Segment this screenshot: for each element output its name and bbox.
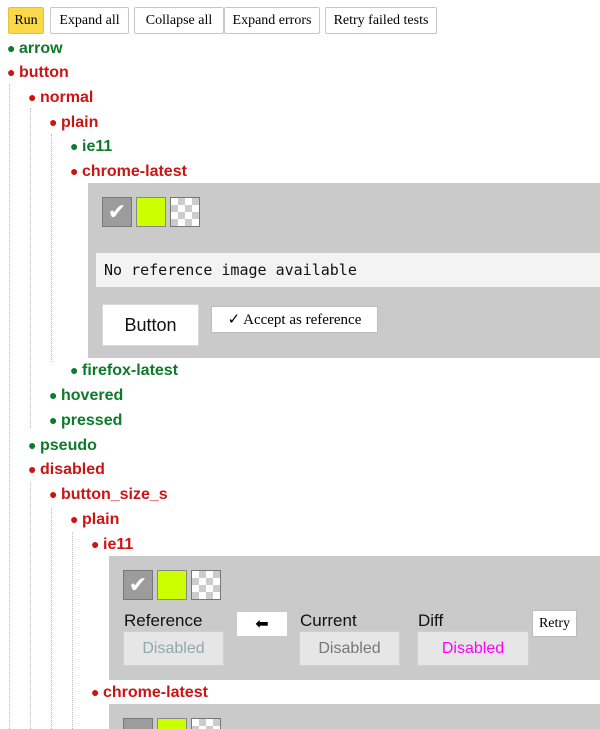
collapse-all-button[interactable]: Collapse all <box>134 7 224 34</box>
current-image: Disabled <box>299 631 400 666</box>
swap-reference-button[interactable]: ⬅ <box>237 612 287 636</box>
tree-node-label: hovered <box>61 387 124 404</box>
tree-node-label: ie11 <box>103 536 134 553</box>
tree-node-plain[interactable]: ●plain <box>49 111 98 133</box>
diff-image-thumbnail[interactable] <box>191 570 221 600</box>
current-image-thumbnail[interactable] <box>157 718 187 729</box>
tree-node-label: pseudo <box>40 437 97 454</box>
diff-column-title: Diff <box>418 611 444 630</box>
tree-node-label: normal <box>40 89 94 106</box>
tree-node-label: plain <box>82 511 120 528</box>
test-result-panel: ✔ Reference Disabled ⬅ Current Disabled … <box>109 556 600 680</box>
tree-node-ie11[interactable]: ●ie11 <box>70 135 112 157</box>
status-dot: ● <box>91 684 100 700</box>
status-dot: ● <box>49 412 58 428</box>
tree-node-chrome-latest[interactable]: ●chrome-latest <box>91 681 208 703</box>
retry-failed-tests-button[interactable]: Retry failed tests <box>325 7 437 34</box>
reference-column-title: Reference <box>124 611 203 630</box>
status-dot: ● <box>28 461 37 477</box>
tree-node-label: firefox-latest <box>82 362 179 379</box>
no-reference-message: No reference image available <box>96 253 600 287</box>
status-dot: ● <box>70 511 79 527</box>
tree-node-label: button_size_s <box>61 486 168 503</box>
tree-node-pseudo[interactable]: ●pseudo <box>28 434 97 456</box>
tree-guide <box>51 134 52 362</box>
tree-node-label: plain <box>61 114 99 131</box>
tree-node-label: pressed <box>61 412 123 429</box>
status-dot: ● <box>7 64 16 80</box>
status-dot: ● <box>70 362 79 378</box>
tree-node-hovered[interactable]: ●hovered <box>49 384 123 406</box>
current-image-thumbnail[interactable] <box>136 197 166 227</box>
reference-image-thumbnail[interactable] <box>123 718 153 729</box>
diff-image: Disabled <box>417 631 529 666</box>
status-dot: ● <box>70 163 79 179</box>
arrow-left-icon: ⬅ <box>255 616 269 633</box>
test-result-panel <box>109 704 600 729</box>
retry-button[interactable]: Retry <box>532 610 577 637</box>
rendered-button-preview: Button <box>102 304 199 346</box>
status-dot: ● <box>7 40 16 56</box>
tree-node-firefox-latest[interactable]: ●firefox-latest <box>70 359 178 381</box>
tree-node-label: disabled <box>40 461 105 478</box>
current-image-thumbnail[interactable] <box>157 570 187 600</box>
tree-node-label: ie11 <box>82 138 113 155</box>
status-dot: ● <box>70 138 79 154</box>
reference-image: Disabled <box>123 631 224 666</box>
tree-guide <box>30 482 31 729</box>
tree-node-normal[interactable]: ●normal <box>28 86 93 108</box>
tree-node-chrome-latest[interactable]: ●chrome-latest <box>70 160 187 182</box>
tree-node-label: button <box>19 64 69 81</box>
status-dot: ● <box>91 536 100 552</box>
tree-guide <box>9 84 10 729</box>
tree-node-pressed[interactable]: ●pressed <box>49 409 122 431</box>
tree-node-button-size-s[interactable]: ●button_size_s <box>49 483 168 505</box>
tree-node-button[interactable]: ●button <box>7 61 69 83</box>
tree-guide <box>72 532 73 729</box>
check-icon: ✔ <box>107 199 127 224</box>
tree-node-ie11[interactable]: ●ie11 <box>91 533 133 555</box>
accept-as-reference-button[interactable]: ✓ Accept as reference <box>211 306 378 333</box>
reference-image-thumbnail[interactable]: ✔ <box>123 570 153 600</box>
check-icon: ✔ <box>128 572 148 597</box>
tree-node-label: chrome-latest <box>82 163 187 180</box>
current-column-title: Current <box>300 611 357 630</box>
status-dot: ● <box>49 114 58 130</box>
status-dot: ● <box>49 486 58 502</box>
tree-node-arrow[interactable]: ●arrow <box>7 37 63 59</box>
status-dot: ● <box>49 387 58 403</box>
tree-node-label: chrome-latest <box>103 684 208 701</box>
tree-guide <box>30 108 31 428</box>
expand-errors-button[interactable]: Expand errors <box>224 7 320 34</box>
diff-image-thumbnail[interactable] <box>191 718 221 729</box>
test-result-panel: ✔ No reference image available Button ✓ … <box>88 183 600 358</box>
tree-node-label: arrow <box>19 40 63 57</box>
reference-image-thumbnail[interactable]: ✔ <box>102 197 132 227</box>
status-dot: ● <box>28 89 37 105</box>
diff-image-thumbnail[interactable] <box>170 197 200 227</box>
expand-all-button[interactable]: Expand all <box>50 7 129 34</box>
tree-guide <box>51 508 52 729</box>
status-dot: ● <box>28 437 37 453</box>
tree-node-plain[interactable]: ●plain <box>70 508 119 530</box>
tree-node-disabled[interactable]: ●disabled <box>28 458 105 480</box>
run-button[interactable]: Run <box>8 7 44 34</box>
